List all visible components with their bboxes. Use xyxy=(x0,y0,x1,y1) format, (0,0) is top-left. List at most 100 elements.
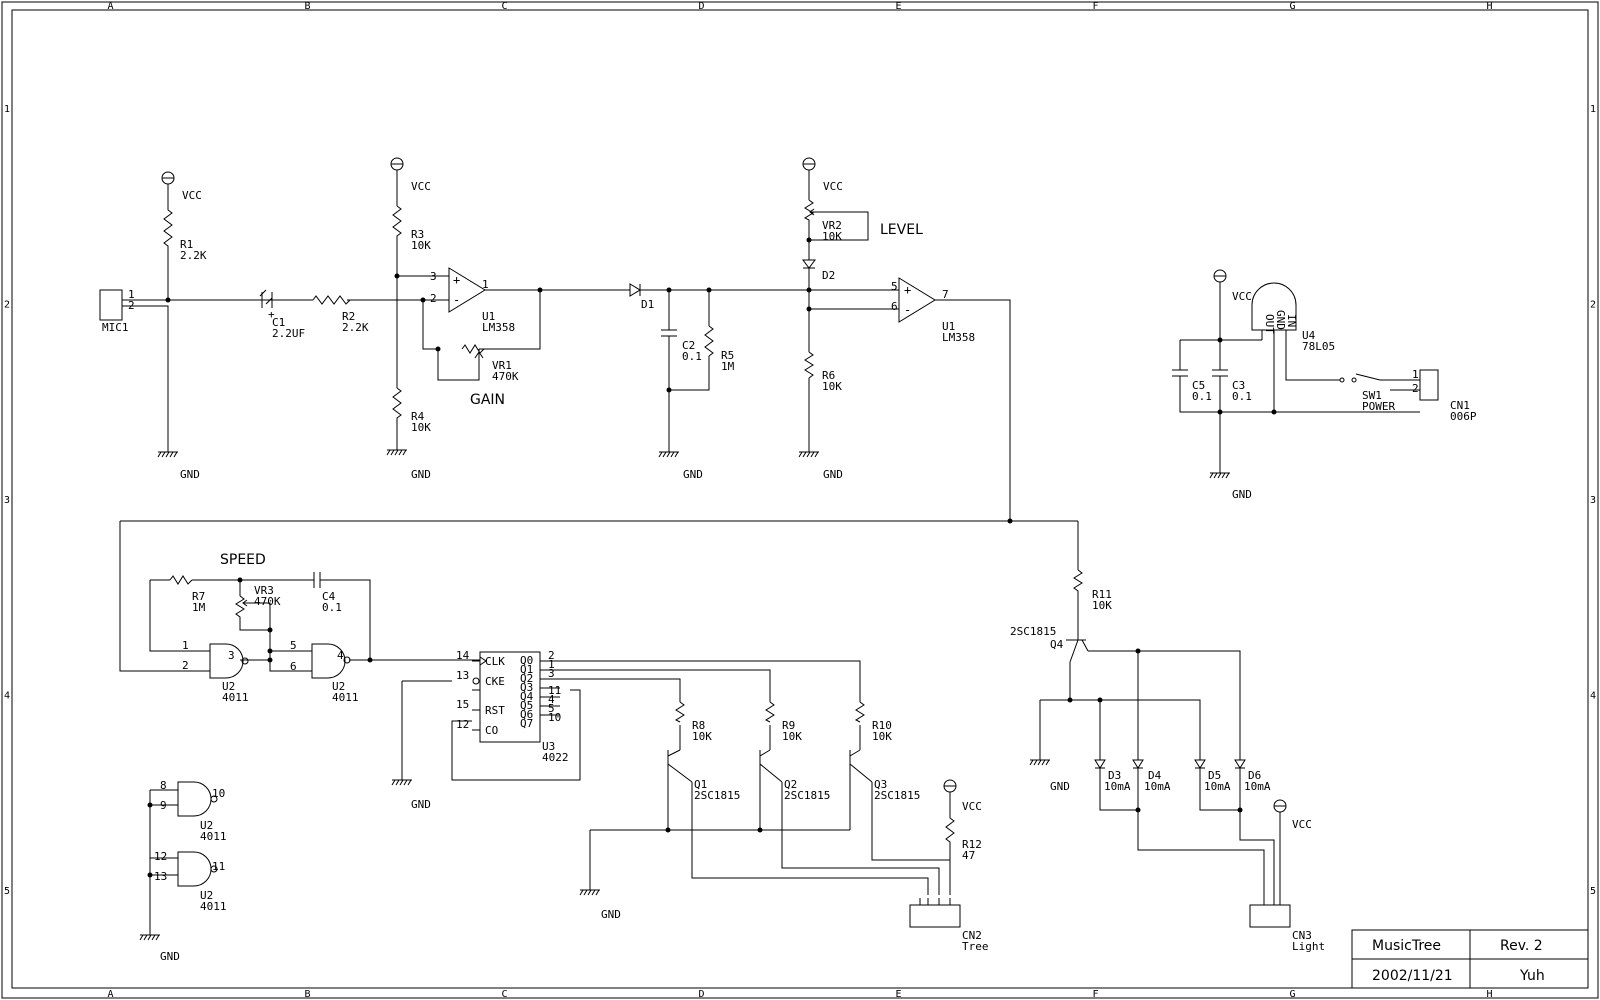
gnd-label: GND xyxy=(180,468,200,481)
svg-text:-: - xyxy=(904,303,911,317)
u3-q4: Q4 xyxy=(520,690,534,703)
level-label: LEVEL xyxy=(880,222,923,238)
mic1-pin1: 1 xyxy=(128,288,135,301)
r4-value: 10K xyxy=(411,421,431,434)
vcc-label: VCC xyxy=(411,180,431,193)
u2c-value: 4011 xyxy=(200,830,227,843)
r8-ref: R8 xyxy=(692,719,705,732)
r12-value: 47 xyxy=(962,849,975,862)
gnd-label: GND xyxy=(411,798,431,811)
column-label-E: E xyxy=(895,1,901,12)
component-symbols xyxy=(99,199,1439,928)
cn1-pin2: 2 xyxy=(1412,382,1419,395)
q1-value: 2SC1815 xyxy=(694,789,740,802)
u2d-pin-12: 12 xyxy=(154,850,167,863)
u2a-value: 4011 xyxy=(222,691,249,704)
u3-q3-pin: 11 xyxy=(548,684,561,697)
column-label-H: H xyxy=(1486,1,1492,12)
r6-ref: R6 xyxy=(822,369,835,382)
column-label-B: B xyxy=(304,989,310,1000)
u1b-pin-minus: 6 xyxy=(891,300,898,313)
d1-ref: D1 xyxy=(641,298,654,311)
u3-q6: Q6 xyxy=(520,708,533,721)
u3-value: 4022 xyxy=(542,751,569,764)
row-label-2: 2 xyxy=(1590,299,1596,310)
cn3-value: Light xyxy=(1292,940,1325,953)
u2d-ref: U2 xyxy=(200,889,213,902)
cn3-ref: CN3 xyxy=(1292,929,1312,942)
d5-value: 10mA xyxy=(1204,780,1231,793)
u2c-ref: U2 xyxy=(200,819,213,832)
cn2-value: Tree xyxy=(962,940,989,953)
u3-pin-cke: CKE xyxy=(485,675,505,688)
title-block: MusicTree Rev. 2 2002/11/21 Yuh xyxy=(1351,929,1589,989)
d3-value: 10mA xyxy=(1104,780,1131,793)
q4-value: 2SC1815 xyxy=(1010,625,1056,638)
u3-pin-12: 12 xyxy=(456,718,469,731)
q2-ref: Q2 xyxy=(784,778,797,791)
r7-value: 1M xyxy=(192,601,206,614)
u3-q2: Q2 xyxy=(520,672,533,685)
column-label-D: D xyxy=(698,1,704,12)
column-label-A: A xyxy=(107,1,113,12)
column-label-G: G xyxy=(1289,1,1295,12)
row-label-4: 4 xyxy=(4,691,10,702)
vcc-label: VCC xyxy=(1292,818,1312,831)
r5-value: 1M xyxy=(721,360,735,373)
c5-value: 0.1 xyxy=(1192,390,1212,403)
u3-pin-clk: CLK xyxy=(485,655,505,668)
column-label-F: F xyxy=(1092,1,1098,12)
u2a-pin-3: 3 xyxy=(228,649,235,662)
u2a-pin-2: 2 xyxy=(182,659,189,672)
u2d-pin-11: 11 xyxy=(212,860,225,873)
d6-ref: D6 xyxy=(1248,769,1261,782)
d2-ref: D2 xyxy=(822,269,835,282)
u3-pin-rst: RST xyxy=(485,704,505,717)
u2c-pin-9: 9 xyxy=(160,799,167,812)
gnd-label: GND xyxy=(411,468,431,481)
u3-pin-15: 15 xyxy=(456,698,469,711)
gnd-label: GND xyxy=(601,908,621,921)
d4-value: 10mA xyxy=(1144,780,1171,793)
d4-ref: D4 xyxy=(1148,769,1162,782)
vr1-ref: VR1 xyxy=(492,359,512,372)
u3-q4-pin: 4 xyxy=(548,693,555,706)
sw1-value: POWER xyxy=(1362,400,1395,413)
title-block-rev: Rev. 2 xyxy=(1500,938,1543,954)
u2b-pin-5: 5 xyxy=(290,639,297,652)
gnd-symbols xyxy=(139,449,1230,941)
mic1-ref: MIC1 xyxy=(102,321,129,334)
r2-ref: R2 xyxy=(342,310,355,323)
cn1-ref: CN1 xyxy=(1450,399,1470,412)
row-label-4: 4 xyxy=(1590,691,1596,702)
cn2-ref: CN2 xyxy=(962,929,982,942)
u1a-pin-minus: 2 xyxy=(430,292,437,305)
title-block-date: 2002/11/21 xyxy=(1372,968,1453,984)
u1a-pin-out: 1 xyxy=(482,278,489,291)
c1-value: 2.2UF xyxy=(272,327,305,340)
u3-q1-pin: 1 xyxy=(548,658,555,671)
svg-text:-: - xyxy=(453,293,460,307)
vr3-ref: VR3 xyxy=(254,584,274,597)
u1b-pin-plus: 5 xyxy=(891,280,898,293)
u2d-pin-13: 13 xyxy=(154,870,167,883)
sw1-ref: SW1 xyxy=(1362,389,1382,402)
u4-pin-in: IN xyxy=(1285,314,1298,327)
junction-dots xyxy=(147,237,1277,878)
d3-ref: D3 xyxy=(1108,769,1121,782)
u3-q1: Q1 xyxy=(520,663,533,676)
title-block-author: Yuh xyxy=(1519,968,1545,984)
r5-ref: R5 xyxy=(721,349,734,362)
c4-value: 0.1 xyxy=(322,601,342,614)
svg-text:+: + xyxy=(453,273,460,287)
gnd-label: GND xyxy=(160,950,180,963)
gnd-label: GND xyxy=(1232,488,1252,501)
r10-value: 10K xyxy=(872,730,892,743)
u3-ref: U3 xyxy=(542,740,555,753)
u2b-value: 4011 xyxy=(332,691,359,704)
r10-ref: R10 xyxy=(872,719,892,732)
u2c-pin-10: 10 xyxy=(212,787,225,800)
speed-label: SPEED xyxy=(220,552,266,568)
gain-label: GAIN xyxy=(470,392,505,408)
